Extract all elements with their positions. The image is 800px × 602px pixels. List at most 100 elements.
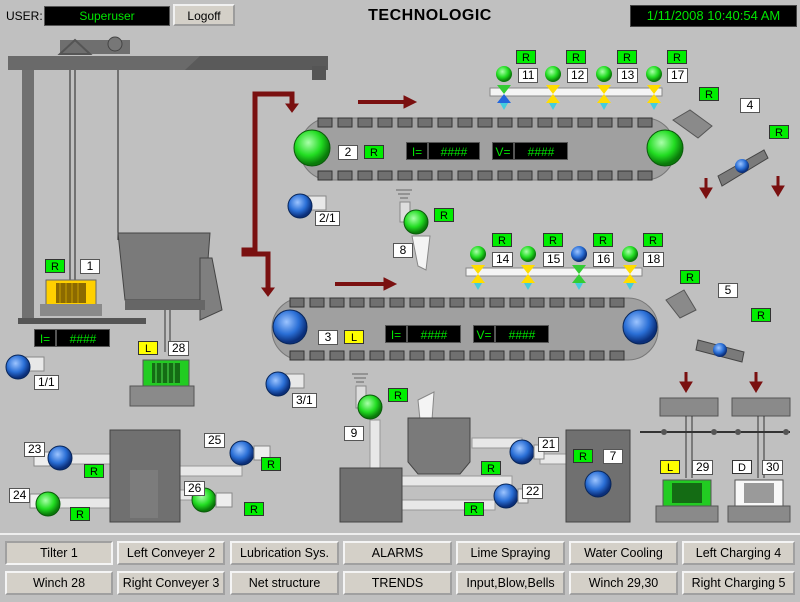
label-25: 25 <box>204 433 226 448</box>
label-1-1: 1/1 <box>34 375 59 390</box>
gantry-crane <box>8 36 328 324</box>
winch-29[interactable] <box>655 479 719 523</box>
nav-trends[interactable]: TRENDS <box>343 571 452 595</box>
fan-25[interactable] <box>229 440 271 466</box>
nav-right-conveyer-3[interactable]: Right Conveyer 3 <box>117 571 225 595</box>
label-7: 7 <box>603 449 623 464</box>
label-3-1: 3/1 <box>292 393 317 408</box>
status-tag-24: R <box>70 507 90 521</box>
voltage-label-conveyer-2: V= <box>492 142 514 160</box>
feed-arrows <box>241 91 418 297</box>
label-1: 1 <box>80 259 100 274</box>
label-15: 15 <box>543 252 565 267</box>
status-tag-18: R <box>643 233 663 247</box>
current-label-tilter: I= <box>34 329 56 347</box>
status-tag-17: R <box>667 50 687 64</box>
status-tag-9: R <box>388 388 408 402</box>
status-tag-4: R <box>769 125 789 139</box>
voltage-value-conveyer-3: #### <box>495 325 549 343</box>
water-tank <box>109 429 181 523</box>
nav-input-blow-bells[interactable]: Input,Blow,Bells <box>456 571 565 595</box>
label-16: 16 <box>593 252 615 267</box>
voltage-label-conveyer-3: V= <box>473 325 495 343</box>
left-conveyer-2[interactable] <box>293 117 684 181</box>
charging-hopper <box>117 232 223 352</box>
winch-30[interactable] <box>727 479 791 523</box>
label-3: 3 <box>318 330 338 345</box>
nav-net-structure[interactable]: Net structure <box>230 571 339 595</box>
page-title: TECHNOLOGIC <box>368 7 492 24</box>
current-value-tilter: #### <box>56 329 110 347</box>
status-tag-spray-bottom: R <box>680 270 700 284</box>
nav-winch-29-30[interactable]: Winch 29,30 <box>569 571 678 595</box>
label-5: 5 <box>718 283 738 298</box>
lime-sprayer-9[interactable] <box>352 373 435 421</box>
tilter-1[interactable] <box>40 279 102 316</box>
current-value-conveyer-3: #### <box>407 325 461 343</box>
status-tag-12: R <box>566 50 586 64</box>
nav-lubrication-sys[interactable]: Lubrication Sys. <box>230 541 339 565</box>
nav-lime-spraying[interactable]: Lime Spraying <box>456 541 565 565</box>
status-tag-15: R <box>543 233 563 247</box>
navigation-panel: Tilter 1 Left Conveyer 2 Lubrication Sys… <box>0 533 800 602</box>
status-tag-13: R <box>617 50 637 64</box>
motor-2-1[interactable] <box>287 193 327 219</box>
status-tag-25: R <box>261 457 281 471</box>
chute-4[interactable] <box>672 109 785 199</box>
nav-alarms[interactable]: ALARMS <box>343 541 452 565</box>
label-17: 17 <box>667 68 689 83</box>
label-9: 9 <box>344 426 364 441</box>
nav-left-charging-4[interactable]: Left Charging 4 <box>682 541 795 565</box>
status-tag-30: D <box>732 460 752 474</box>
status-tag-22: R <box>464 502 484 516</box>
status-tag-11: R <box>516 50 536 64</box>
chute-5[interactable] <box>665 289 763 393</box>
spray-valves-top[interactable] <box>489 66 663 110</box>
status-tag-21: R <box>481 461 501 475</box>
label-14: 14 <box>492 252 514 267</box>
process-schematic <box>5 36 791 523</box>
lime-sprayer-8[interactable] <box>396 189 431 271</box>
status-tag-28: L <box>138 341 158 355</box>
nav-left-conveyer-2[interactable]: Left Conveyer 2 <box>117 541 225 565</box>
input-hopper <box>407 417 471 475</box>
status-tag-1: R <box>45 259 65 273</box>
label-12: 12 <box>567 68 589 83</box>
status-tag-3: L <box>344 330 364 344</box>
top-bar: USER: Superuser Logoff TECHNOLOGIC 1/11/… <box>0 0 800 32</box>
user-label: USER: <box>6 9 43 23</box>
current-value-conveyer-2: #### <box>428 142 480 160</box>
label-11: 11 <box>518 68 539 83</box>
blower-21[interactable] <box>509 439 545 465</box>
status-tag-16: R <box>593 233 613 247</box>
nav-winch-28[interactable]: Winch 28 <box>5 571 113 595</box>
right-conveyer-3[interactable] <box>271 297 659 361</box>
label-24: 24 <box>9 488 31 503</box>
current-label-conveyer-3: I= <box>385 325 407 343</box>
status-tag-spray-top: R <box>699 87 719 101</box>
label-13: 13 <box>617 68 639 83</box>
label-2-1: 2/1 <box>315 211 340 226</box>
status-tag-5: R <box>751 308 771 322</box>
label-28: 28 <box>168 341 190 356</box>
label-26: 26 <box>184 481 206 496</box>
furnace-7[interactable] <box>565 429 631 523</box>
nav-water-cooling[interactable]: Water Cooling <box>569 541 678 565</box>
motor-1-1[interactable] <box>5 354 45 380</box>
status-tag-23: R <box>84 464 104 478</box>
winch-28[interactable] <box>129 359 195 407</box>
label-18: 18 <box>643 252 665 267</box>
voltage-value-conveyer-2: #### <box>514 142 568 160</box>
spray-valves-bottom[interactable] <box>465 246 643 290</box>
status-tag-14: R <box>492 233 512 247</box>
status-tag-2: R <box>364 145 384 159</box>
status-tag-8: R <box>434 208 454 222</box>
label-22: 22 <box>522 484 544 499</box>
fan-24[interactable] <box>29 491 61 517</box>
nav-tilter-1[interactable]: Tilter 1 <box>5 541 113 565</box>
nav-right-charging-5[interactable]: Right Charging 5 <box>682 571 795 595</box>
user-name-display: Superuser <box>44 6 170 26</box>
motor-3-1[interactable] <box>265 371 305 397</box>
label-2: 2 <box>338 145 358 160</box>
logoff-button[interactable]: Logoff <box>173 4 235 26</box>
